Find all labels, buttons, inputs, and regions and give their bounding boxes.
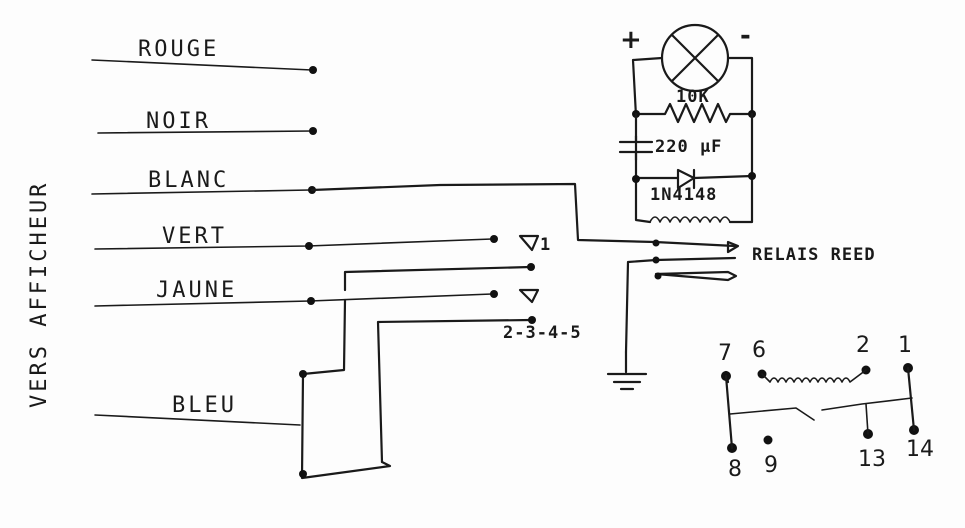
side-label: VERS AFFICHEUR [27, 181, 52, 408]
pin-7-label: 7 [718, 341, 732, 366]
relay-coil-symbol [649, 216, 731, 223]
terminal-bleu-b [299, 470, 307, 478]
terminal-jaune [307, 297, 315, 305]
terminal-common-lower [528, 316, 536, 324]
pin-2-label: 2 [856, 333, 870, 358]
terminal-bleu-a [299, 370, 307, 378]
terminal-vert [305, 242, 313, 250]
wire-blanc-to-relay [310, 182, 737, 248]
relay-contact-bottom-dot [654, 272, 662, 280]
terminal-rouge [309, 66, 317, 74]
relay-pinout: 7 6 2 1 8 9 13 14 [718, 333, 934, 482]
pinout-reed-lead [865, 403, 869, 435]
wire-jaune [94, 293, 493, 307]
pin-9 [763, 435, 773, 445]
relay-contact-top-arrow [726, 240, 740, 254]
relay-contact-top [652, 239, 660, 247]
lamp-wire-right [726, 56, 754, 114]
node-d-left [632, 175, 640, 183]
wire-rouge [91, 59, 313, 71]
capacitor-label: 220 μF [655, 137, 722, 157]
wire-vert [94, 238, 493, 250]
node-d-right [748, 172, 756, 180]
pin-14-label: 14 [906, 437, 934, 462]
terminal-noir [309, 127, 317, 135]
rail-left [634, 112, 652, 224]
pin-9-label: 9 [764, 453, 778, 478]
ground-symbol [606, 350, 648, 391]
pin-8-label: 8 [728, 457, 742, 482]
lamp-wire-left [631, 56, 664, 118]
relay-switch-arm [624, 256, 737, 354]
rail-right [728, 112, 754, 224]
pinout-coil [761, 369, 867, 383]
resistor-label: 10K [676, 87, 710, 107]
pin-1-label: 1 [898, 333, 912, 358]
terminal-common-upper [527, 263, 535, 271]
pin-1-to-14 [906, 366, 916, 432]
pin-7-to-8 [724, 374, 734, 450]
pinout-reed-switch [729, 397, 913, 421]
label-noir: NOIR [146, 109, 211, 134]
terminal-jaune-switch [490, 290, 498, 298]
terminal-vert-switch [490, 235, 498, 243]
label-blanc: BLANC [148, 168, 229, 193]
switch-contact-jaune [518, 288, 540, 304]
relay-label: RELAIS REED [752, 245, 876, 265]
diode-label: 1N4148 [650, 185, 717, 205]
wire-bleu [94, 414, 301, 426]
relay-contact-bottom [654, 270, 738, 282]
wire-blanc [91, 189, 311, 195]
wire-noir [97, 130, 313, 134]
wire-common-upper [343, 265, 532, 292]
relay-contact-mid [652, 256, 660, 264]
lamp-symbol [660, 23, 730, 93]
minus-sign: - [740, 21, 751, 51]
label-vert: VERT [162, 224, 227, 249]
switch-position-1: 1 [540, 235, 551, 255]
wire-common-lower [376, 318, 533, 464]
label-jaune: JAUNE [156, 278, 237, 303]
switch-contact-1 [518, 234, 540, 252]
capacitor-symbol [618, 134, 654, 162]
resistor-symbol [634, 102, 754, 124]
pin-13-label: 13 [858, 447, 886, 472]
label-bleu: BLEU [172, 393, 237, 418]
wire-bleu-loop [300, 298, 392, 480]
plus-sign: + [620, 25, 642, 55]
diode-symbol [634, 168, 754, 190]
label-rouge: ROUGE [138, 37, 219, 62]
pin-6-label: 6 [752, 338, 766, 363]
switch-positions-label: 2-3-4-5 [503, 323, 582, 343]
